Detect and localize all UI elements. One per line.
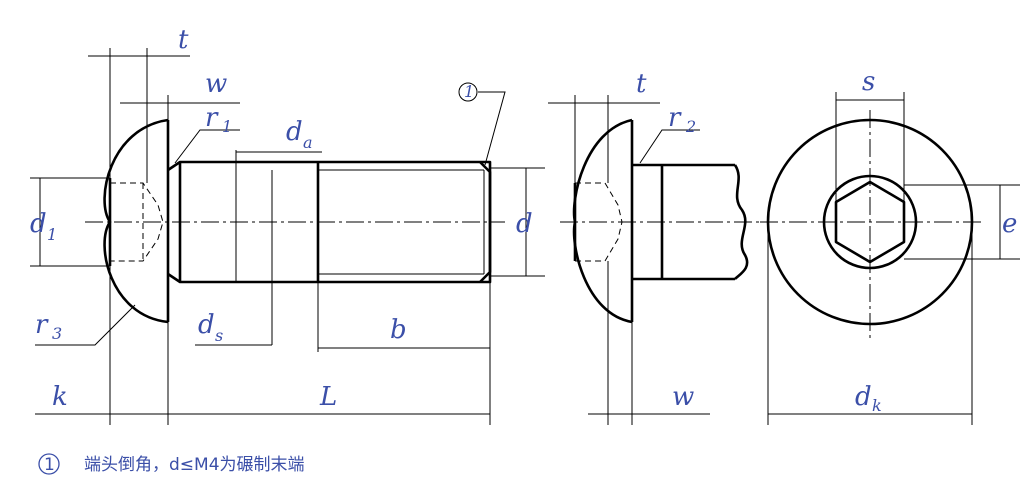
label-d1: d bbox=[30, 209, 47, 239]
note-marker-circle bbox=[38, 453, 60, 475]
section-view-dimensions bbox=[548, 95, 710, 425]
label-w-mid: w bbox=[672, 382, 694, 412]
label-b: b bbox=[390, 315, 407, 345]
label-r1-sub: 1 bbox=[222, 117, 232, 136]
break-line-outline bbox=[733, 164, 749, 280]
r2-leader bbox=[639, 129, 700, 164]
label-r3: r bbox=[35, 310, 49, 340]
section-head-dome bbox=[572, 118, 633, 324]
label-r1: r bbox=[205, 103, 219, 133]
callout-circle bbox=[458, 82, 478, 102]
label-t-mid: t bbox=[636, 69, 647, 99]
socket-outer-circle bbox=[822, 174, 918, 270]
screw-head-dome bbox=[103, 118, 169, 324]
section-view bbox=[560, 118, 760, 324]
side-view-dimensions bbox=[30, 48, 545, 425]
label-r2: r bbox=[668, 103, 682, 133]
label-L: L bbox=[319, 382, 337, 412]
label-callout: 1 bbox=[464, 82, 474, 101]
label-k: k bbox=[52, 382, 68, 412]
top-view-dimensions bbox=[767, 92, 1020, 425]
label-d: d bbox=[516, 209, 533, 239]
end-chamfer bbox=[479, 161, 492, 283]
label-dk: d bbox=[855, 382, 872, 412]
label-da-sub: a bbox=[303, 133, 313, 152]
section-socket-hidden bbox=[575, 182, 623, 262]
label-d1-sub: 1 bbox=[47, 225, 57, 244]
label-ds: d bbox=[198, 310, 215, 340]
label-r2-sub: 2 bbox=[685, 117, 696, 136]
label-r3-sub: 3 bbox=[52, 324, 62, 343]
label-s: s bbox=[862, 67, 875, 97]
label-w-left: w bbox=[205, 69, 227, 99]
label-da: d bbox=[286, 117, 303, 147]
side-view bbox=[85, 118, 505, 345]
note-marker: 1 bbox=[44, 455, 55, 475]
label-dk-sub: k bbox=[872, 396, 882, 415]
r1-leader bbox=[174, 129, 240, 164]
label-e: e bbox=[1002, 209, 1017, 239]
callout-leader bbox=[478, 91, 506, 166]
top-view bbox=[760, 110, 985, 338]
label-ds-sub: s bbox=[215, 326, 223, 345]
r3-leader bbox=[35, 304, 136, 346]
label-t-left: t bbox=[178, 25, 189, 55]
note-text: 端头倒角，d≤M4为碾制末端 bbox=[84, 455, 305, 475]
